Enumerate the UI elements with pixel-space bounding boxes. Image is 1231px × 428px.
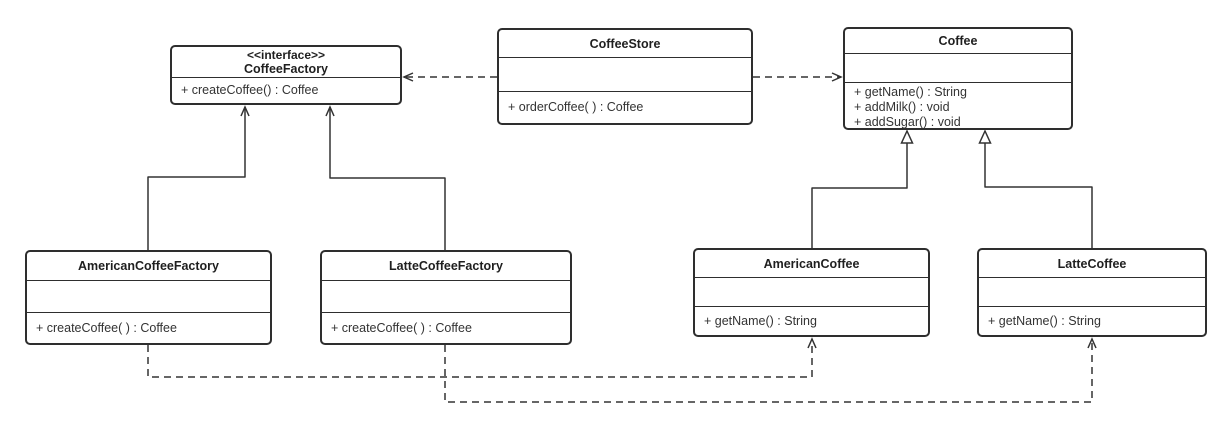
class-box-americancoffee[interactable]: AmericanCoffee + getName() : String <box>693 248 930 337</box>
method-item: + orderCoffee( ) : Coffee <box>508 100 644 114</box>
attributes-compartment <box>695 278 928 307</box>
class-name: CoffeeFactory <box>243 62 329 76</box>
class-name: LatteCoffeeFactory <box>389 259 503 273</box>
class-header: LatteCoffeeFactory <box>322 252 570 281</box>
dependency-lattecoffeefactory-to-lattecoffee[interactable] <box>444 337 1097 403</box>
class-header: CoffeeStore <box>499 30 751 58</box>
methods-compartment: + getName() : String <box>979 307 1205 335</box>
class-box-americancoffeefactory[interactable]: AmericanCoffeeFactory + createCoffee( ) … <box>25 250 272 345</box>
attributes-compartment <box>322 281 570 313</box>
class-header: <<interface>> CoffeeFactory <box>172 47 400 78</box>
method-item: + getName() : String <box>988 313 1101 328</box>
attributes-compartment <box>27 281 270 313</box>
methods-compartment: + createCoffee() : Coffee <box>172 78 400 103</box>
class-box-lattecoffee[interactable]: LatteCoffee + getName() : String <box>977 248 1207 337</box>
generalization-americancoffee-to-coffee[interactable] <box>811 129 914 248</box>
attributes-compartment <box>499 58 751 92</box>
attributes-compartment <box>979 278 1205 307</box>
class-box-coffeefactory-interface[interactable]: <<interface>> CoffeeFactory + createCoff… <box>170 45 402 105</box>
generalization-lattecoffee-to-coffee[interactable] <box>978 129 1093 248</box>
methods-compartment: + createCoffee( ) : Coffee <box>27 313 270 343</box>
class-header: AmericanCoffeeFactory <box>27 252 270 281</box>
methods-compartment: + orderCoffee( ) : Coffee <box>499 92 751 123</box>
class-header: Coffee <box>845 29 1071 54</box>
realization-lattecoffeefactory-to-coffeefactory[interactable] <box>325 105 446 250</box>
class-name: LatteCoffee <box>1057 256 1127 271</box>
attributes-compartment <box>845 54 1071 83</box>
interface-stereotype: <<interface>> <box>246 48 326 62</box>
class-name: Coffee <box>938 34 978 48</box>
class-name: AmericanCoffeeFactory <box>77 259 219 273</box>
method-item: + addSugar() : void <box>854 115 961 129</box>
class-header: LatteCoffee <box>979 250 1205 278</box>
class-box-lattecoffeefactory[interactable]: LatteCoffeeFactory + createCoffee( ) : C… <box>320 250 572 345</box>
method-item: + addMilk() : void <box>854 100 950 114</box>
method-item: + createCoffee() : Coffee <box>181 83 319 97</box>
class-name: CoffeeStore <box>589 36 661 51</box>
class-box-coffeestore[interactable]: CoffeeStore + orderCoffee( ) : Coffee <box>497 28 753 125</box>
class-box-coffee[interactable]: Coffee + getName() : String + addMilk() … <box>843 27 1073 130</box>
method-item: + createCoffee( ) : Coffee <box>331 320 472 335</box>
realization-americancoffeefactory-to-coffeefactory[interactable] <box>147 105 250 250</box>
class-header: AmericanCoffee <box>695 250 928 278</box>
methods-compartment: + createCoffee( ) : Coffee <box>322 313 570 343</box>
method-item: + createCoffee( ) : Coffee <box>36 320 177 335</box>
methods-compartment: + getName() : String + addMilk() : void … <box>845 83 1071 129</box>
method-item: + getName() : String <box>854 85 967 99</box>
method-item: + getName() : String <box>704 313 817 328</box>
methods-compartment: + getName() : String <box>695 307 928 335</box>
class-name: AmericanCoffee <box>763 256 860 271</box>
